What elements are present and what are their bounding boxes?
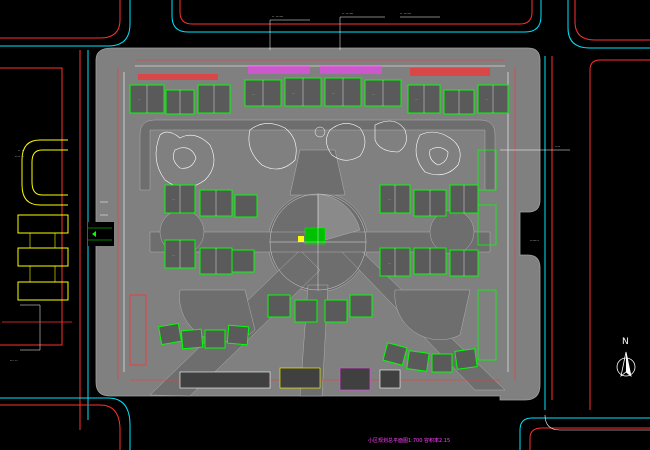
svg-text:·· ······: ·· ······ (272, 14, 283, 19)
svg-text:···: ··· (415, 97, 418, 101)
svg-text:···· ··: ···· ·· (15, 154, 24, 159)
landscape-zones (155, 120, 461, 188)
svg-text:···: ··· (372, 92, 375, 96)
svg-text:···: ··· (388, 261, 391, 265)
svg-text:···: ··· (172, 253, 175, 257)
svg-text:···: ··· (252, 92, 255, 96)
svg-text:··· ··: ··· ·· (10, 358, 18, 363)
commercial-strips (129, 66, 497, 391)
drawing-title: 小区规划总平面图1:700 容积率2.15 (368, 437, 450, 444)
svg-text:···: ··· (172, 197, 175, 201)
svg-text:···: ··· (485, 97, 488, 101)
north-label: N (622, 337, 629, 347)
north-arrow-icon: N (616, 337, 636, 378)
svg-text:·· ······: ·· ······ (342, 11, 353, 16)
svg-text:·· ······: ·· ······ (400, 11, 411, 16)
svg-text:·······: ······· (530, 238, 539, 243)
svg-text:···: ··· (292, 91, 295, 95)
neighbor-buildings (2, 139, 72, 351)
svg-text:···: ··· (332, 91, 335, 95)
west-entrance (88, 201, 114, 246)
leader-lines (269, 16, 570, 151)
central-plaza-detail (269, 126, 367, 291)
svg-text:···: ··· (388, 197, 391, 201)
neighbor-labels: ·· ·· ···· ·· ··· ·· (10, 148, 24, 363)
svg-text:···: ··· (138, 97, 141, 101)
room-labels: ··· ··· ··· ··· ··· ··· ··· ··· ··· ··· … (138, 91, 488, 265)
building-partitions (146, 78, 494, 276)
svg-text:····: ···· (555, 144, 560, 149)
svg-text:·· ··: ·· ·· (18, 148, 24, 153)
top-labels: ·· ······ ·· ······ ·· ······ ···· ·····… (272, 11, 560, 243)
